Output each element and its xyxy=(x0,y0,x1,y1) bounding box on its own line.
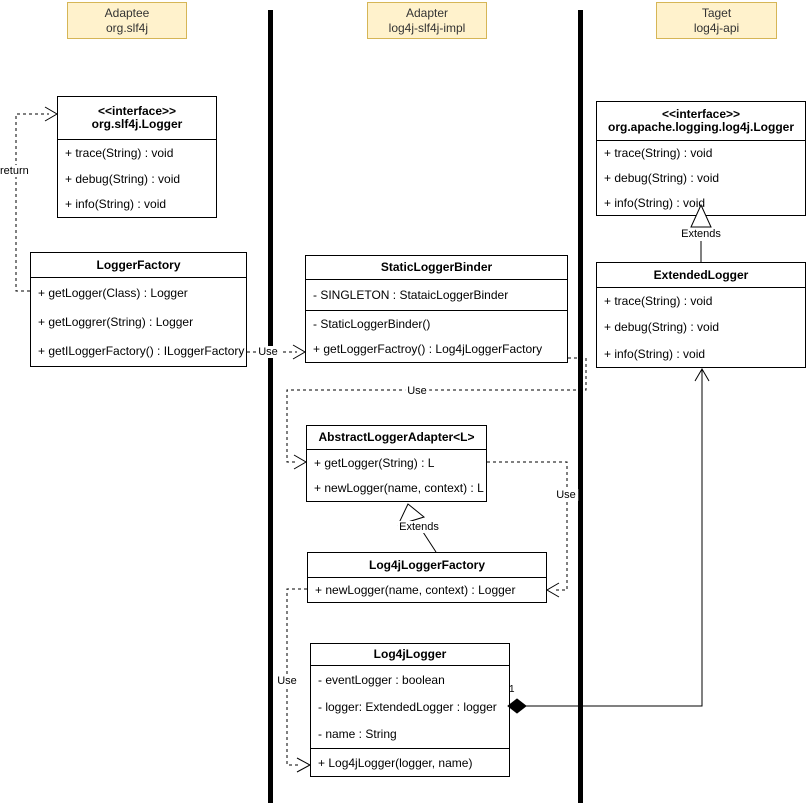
lane-subtitle: org.slf4j xyxy=(105,20,149,35)
class-name: Log4jLogger xyxy=(373,647,447,661)
methods-section: + trace(String) : void + debug(String) :… xyxy=(58,140,216,217)
method: - StaticLoggerBinder() xyxy=(313,316,431,331)
class-title: Log4jLogger xyxy=(311,644,509,666)
method: + debug(String) : void xyxy=(604,320,720,335)
class-title: ExtendedLogger xyxy=(597,263,805,288)
field: - SINGLETON : StataicLoggerBinder xyxy=(313,288,509,302)
method: + trace(String) : void xyxy=(65,145,174,160)
field: - logger: ExtendedLogger : logger xyxy=(318,699,497,714)
edge-label-extends-2: Extends xyxy=(679,228,723,240)
method: + debug(String) : void xyxy=(604,171,720,185)
method: + info(String) : void xyxy=(604,195,706,210)
lane-header-taget: Taget log4j-api xyxy=(656,2,777,39)
lane-header-adaptee: Adaptee org.slf4j xyxy=(67,2,187,39)
methods-section: + trace(String) : void + debug(String) :… xyxy=(597,141,805,215)
edge-label-use-4: Use xyxy=(275,675,299,687)
method: + getILoggerFactory() : ILoggerFactory xyxy=(38,344,245,359)
method: + newLogger(name, context) : Logger xyxy=(315,583,516,597)
fields-section: - eventLogger : boolean - logger: Extend… xyxy=(311,666,509,748)
class-name: LoggerFactory xyxy=(96,257,181,272)
method: + getLoggerFactroy() : Log4jLoggerFactor… xyxy=(313,342,543,357)
lane-title: Taget xyxy=(701,5,732,20)
field: - eventLogger : boolean xyxy=(318,672,445,687)
class-title: <<interface>> org.apache.logging.log4j.L… xyxy=(597,102,805,141)
method: + trace(String) : void xyxy=(604,294,713,309)
method: + trace(String) : void xyxy=(604,146,713,161)
lane-separator-right xyxy=(578,10,583,803)
edge-label-return: return xyxy=(0,165,29,177)
method: + Log4jLogger(logger, name) xyxy=(318,755,473,770)
lane-separator-left xyxy=(268,10,273,803)
class-org-slf4j-logger: <<interface>> org.slf4j.Logger + trace(S… xyxy=(57,96,217,218)
method: + newLogger(name, context) : L xyxy=(314,481,484,496)
class-title: StaticLoggerBinder xyxy=(306,256,567,280)
method: + info(String) : void xyxy=(65,197,167,212)
edge-label-extends-1: Extends xyxy=(397,521,441,533)
class-log4j-api-logger: <<interface>> org.apache.logging.log4j.L… xyxy=(596,101,806,216)
fields-section: - SINGLETON : StataicLoggerBinder xyxy=(306,280,567,310)
edge-label-use-1: Use xyxy=(256,346,280,358)
lane-subtitle: log4j-api xyxy=(693,20,740,35)
lane-subtitle: log4j-slf4j-impl xyxy=(388,20,466,35)
methods-section: + getLogger(String) : L + newLogger(name… xyxy=(307,450,486,501)
edge-label-use-3: Use xyxy=(554,489,578,501)
edge-composition-log4jlogger-extendedlogger xyxy=(507,368,710,714)
lane-title: Adaptee xyxy=(104,5,150,20)
method: + debug(String) : void xyxy=(65,171,181,186)
class-extended-logger: ExtendedLogger + trace(String) : void + … xyxy=(596,262,806,368)
class-title: LoggerFactory xyxy=(31,253,246,278)
method: + getLoggrer(String) : Logger xyxy=(38,314,194,329)
methods-section: + newLogger(name, context) : Logger xyxy=(308,578,546,602)
class-logger-factory: LoggerFactory + getLogger(Class) : Logge… xyxy=(30,252,247,367)
lane-title: Adapter xyxy=(405,5,449,20)
class-title: <<interface>> org.slf4j.Logger xyxy=(58,97,216,140)
class-name: ExtendedLogger xyxy=(653,267,749,282)
methods-section: + Log4jLogger(logger, name) xyxy=(311,748,509,776)
methods-section: + getLogger(Class) : Logger + getLoggrer… xyxy=(31,278,246,366)
class-name: AbstractLoggerAdapter<L> xyxy=(318,430,475,444)
class-static-logger-binder: StaticLoggerBinder - SINGLETON : Stataic… xyxy=(305,255,568,363)
field: - name : String xyxy=(318,727,397,742)
class-title: AbstractLoggerAdapter<L> xyxy=(307,426,486,450)
edge-label-use-2: Use xyxy=(405,385,429,397)
class-name: StaticLoggerBinder xyxy=(380,260,493,274)
class-name: org.slf4j.Logger xyxy=(91,117,183,131)
stereotype: <<interface>> xyxy=(661,107,741,121)
method: + getLogger(String) : L xyxy=(314,455,435,470)
class-abstract-logger-adapter: AbstractLoggerAdapter<L> + getLogger(Str… xyxy=(306,425,487,502)
method: + info(String) : void xyxy=(604,346,706,361)
class-title: Log4jLoggerFactory xyxy=(308,553,546,578)
class-name: Log4jLoggerFactory xyxy=(368,557,485,572)
multiplicity-label: 1 xyxy=(509,684,515,695)
class-name: org.apache.logging.log4j.Logger xyxy=(607,120,794,134)
methods-section: + trace(String) : void + debug(String) :… xyxy=(597,288,805,367)
lane-header-adapter: Adapter log4j-slf4j-impl xyxy=(367,2,487,39)
methods-section: - StaticLoggerBinder() + getLoggerFactro… xyxy=(306,310,567,362)
class-log4j-logger: Log4jLogger - eventLogger : boolean - lo… xyxy=(310,643,510,777)
stereotype: <<interface>> xyxy=(97,104,177,118)
method: + getLogger(Class) : Logger xyxy=(38,285,188,300)
class-log4j-logger-factory: Log4jLoggerFactory + newLogger(name, con… xyxy=(307,552,547,603)
